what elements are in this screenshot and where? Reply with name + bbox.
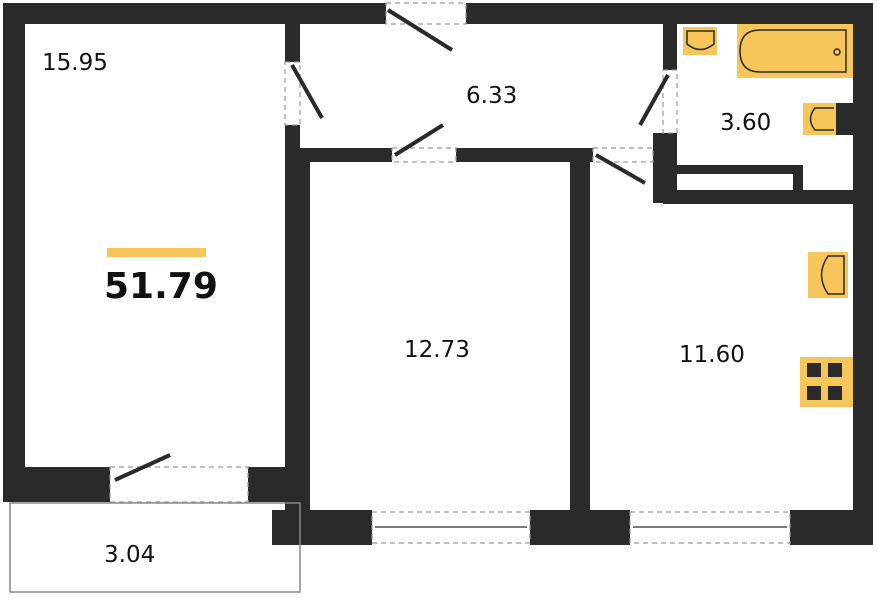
- wall-bedroom-left: [290, 280, 310, 515]
- toilet-bowl: [809, 107, 834, 131]
- wall-top-right: [466, 3, 873, 24]
- total-area: 51.79: [104, 266, 218, 307]
- bathroom-area: 3.60: [720, 110, 771, 136]
- kitchen-door-leaf[interactable]: [595, 153, 646, 185]
- wall-bath-left-top: [663, 24, 677, 70]
- balcony-door-frame: [109, 466, 249, 503]
- entry-door-leaf[interactable]: [386, 8, 454, 52]
- kitchen-window: [629, 511, 791, 544]
- wall-right: [853, 3, 873, 545]
- wall-left: [3, 3, 25, 501]
- openings: [109, 2, 678, 503]
- bedroom-door-frame: [391, 147, 457, 163]
- bedroom-area: 12.73: [404, 337, 470, 363]
- wall-bottom-c: [790, 510, 873, 545]
- wall-partition-a-thick: [285, 148, 310, 280]
- kitchen-door-frame: [592, 147, 654, 163]
- bath-door-leaf[interactable]: [638, 74, 670, 126]
- entry-door-frame: [385, 2, 467, 25]
- bathtub-inner: [739, 29, 847, 73]
- living-door-leaf[interactable]: [290, 64, 324, 119]
- total-area-accent-bar: [107, 248, 206, 257]
- shelf-inner: [677, 174, 793, 190]
- wall-corridor-mid: [456, 148, 593, 162]
- stove-burner-2: [828, 363, 842, 377]
- balcony-door-leaf[interactable]: [114, 453, 171, 482]
- kitchen-sink-bowl: [820, 255, 845, 295]
- bathtub-icon: [737, 24, 853, 78]
- stove-burner-3: [807, 386, 821, 400]
- wall-partition-a-top: [285, 24, 300, 62]
- bathtub-drain: [833, 48, 841, 56]
- bath-sink-bowl: [686, 30, 715, 51]
- living-door-frame: [284, 61, 301, 126]
- wall-bottom-b: [530, 510, 630, 545]
- walls: [3, 3, 873, 545]
- stove-burner-1: [807, 363, 821, 377]
- balcony-outline: [9, 502, 301, 593]
- bath-door-frame: [662, 69, 678, 134]
- kitchen-sink-icon: [808, 252, 848, 298]
- wall-bed-kitchen: [570, 148, 590, 513]
- stove-burner-4: [828, 386, 842, 400]
- wall-bottom-a: [272, 510, 372, 545]
- wall-corridor-left: [300, 148, 392, 162]
- kitchen-area: 11.60: [679, 342, 745, 368]
- wall-living-bottom-left: [3, 467, 110, 502]
- fixtures: [683, 24, 853, 407]
- wall-top-left: [3, 3, 386, 24]
- bedroom-door-leaf[interactable]: [393, 123, 445, 157]
- windows: [371, 511, 791, 544]
- living-room-area: 15.95: [42, 50, 108, 76]
- bedroom-window: [371, 511, 531, 544]
- balcony-area: 3.04: [104, 542, 155, 568]
- hallway-area: 6.33: [466, 83, 517, 109]
- doors[interactable]: [114, 8, 670, 482]
- toilet-tank: [836, 103, 853, 135]
